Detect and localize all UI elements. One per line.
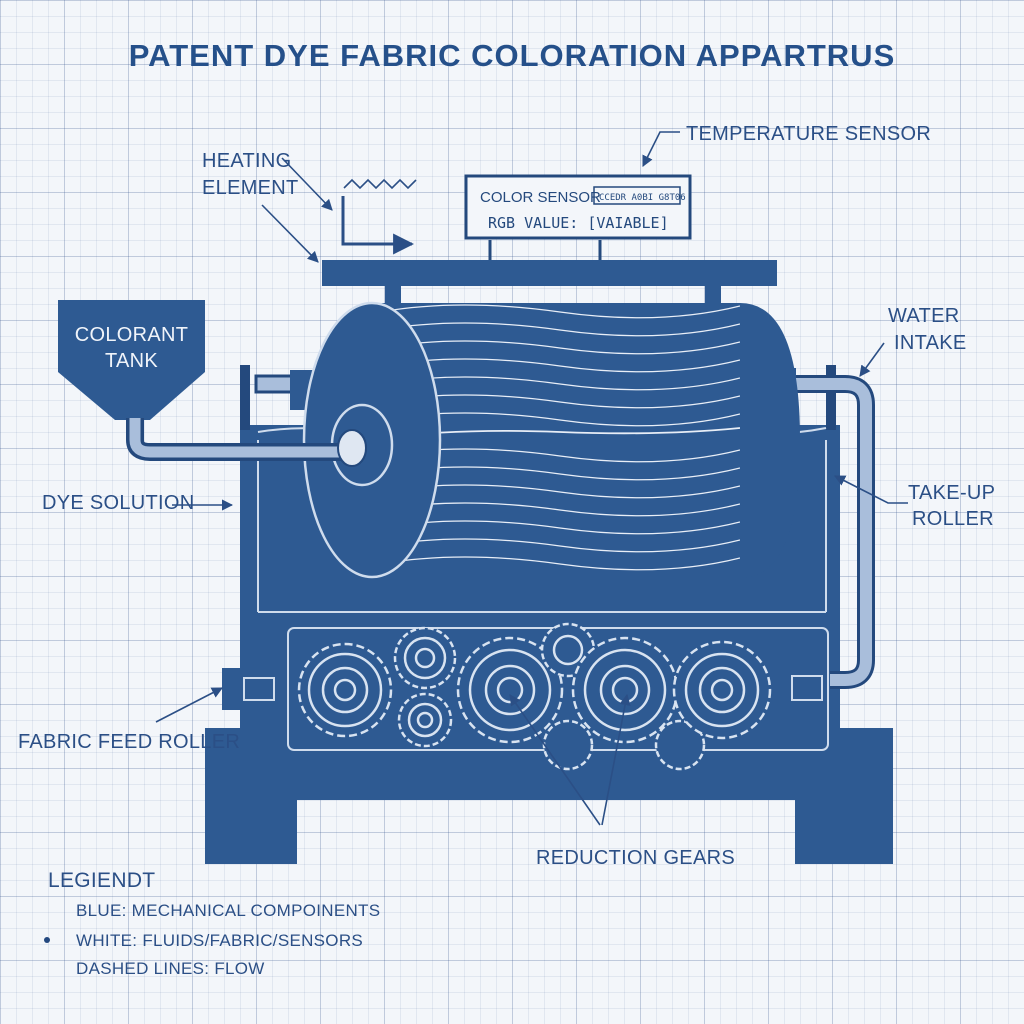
- arrow-water-intake: [859, 342, 885, 377]
- legend-title: LEGIENDT: [48, 869, 156, 892]
- sensor-rgb: RGB VALUE: [VAIABLE]: [488, 214, 669, 232]
- label-temperature-sensor: TEMPERATURE SENSOR: [686, 123, 932, 145]
- sensor-label: COLOR SENSOR: [480, 189, 601, 206]
- tank-right-rail: [826, 365, 836, 430]
- legend-bullet: [44, 937, 50, 943]
- label-water-intake-1: WATER: [888, 305, 960, 327]
- arrow-gears-1: [509, 694, 601, 826]
- label-colorant-tank-1: COLORANT: [74, 324, 189, 346]
- label-heating-element-1: HEATING: [202, 150, 292, 172]
- label-reduction-gears: REDUCTION GEARS: [536, 847, 735, 869]
- legend-item-2: WHITE: FLUIDS/FABRIC/SENSORS: [76, 931, 364, 950]
- heating-zigzag: [343, 178, 417, 190]
- machine-base: [205, 728, 893, 864]
- label-dye-solution: DYE SOLUTION: [42, 492, 195, 514]
- arrow-heating-element-2: [261, 204, 319, 263]
- label-take-up-roller-2: ROLLER: [912, 508, 994, 530]
- legend-item-1: BLUE: MECHANICAL COMPOINENTS: [76, 901, 381, 920]
- gear-8: [654, 719, 706, 771]
- label-water-intake-2: INTAKE: [894, 332, 967, 354]
- top-plate: [322, 260, 777, 286]
- left-stub-pipe: [254, 374, 294, 394]
- reduction-gears: [297, 622, 772, 771]
- arrow-gears-2: [601, 693, 631, 826]
- legend-item-3: DASHED LINES: FLOW: [76, 959, 265, 978]
- label-take-up-roller-1: TAKE-UP: [908, 482, 996, 504]
- color-sensor-panel: COLOR SENSOR CCEDR A0BI G8T06 RGB VALUE:…: [464, 174, 692, 240]
- gear-6: [542, 719, 594, 771]
- label-colorant-tank-2: TANK: [104, 350, 159, 372]
- feed-roller-shaft: [222, 668, 244, 710]
- arrow-temperature-sensor: [642, 131, 680, 168]
- heating-axis: [341, 196, 415, 255]
- label-heating-element-2: ELEMENT: [202, 177, 299, 199]
- arrow-take-up-roller: [834, 475, 908, 504]
- take-up-shaft: [791, 675, 823, 701]
- label-fabric-feed-roller: FABRIC FEED ROLLER: [18, 731, 241, 753]
- diagram-title: PATENT DYE FABRIC COLORATION APPARTRUS: [128, 38, 896, 73]
- tank-left-rail: [240, 365, 250, 430]
- colorant-tank: [58, 300, 205, 420]
- arrow-heating-element: [281, 157, 333, 211]
- sensor-code: CCEDR A0BI G8T06: [599, 193, 686, 203]
- arrow-fabric-feed: [155, 687, 223, 723]
- dye-drum: [290, 301, 800, 579]
